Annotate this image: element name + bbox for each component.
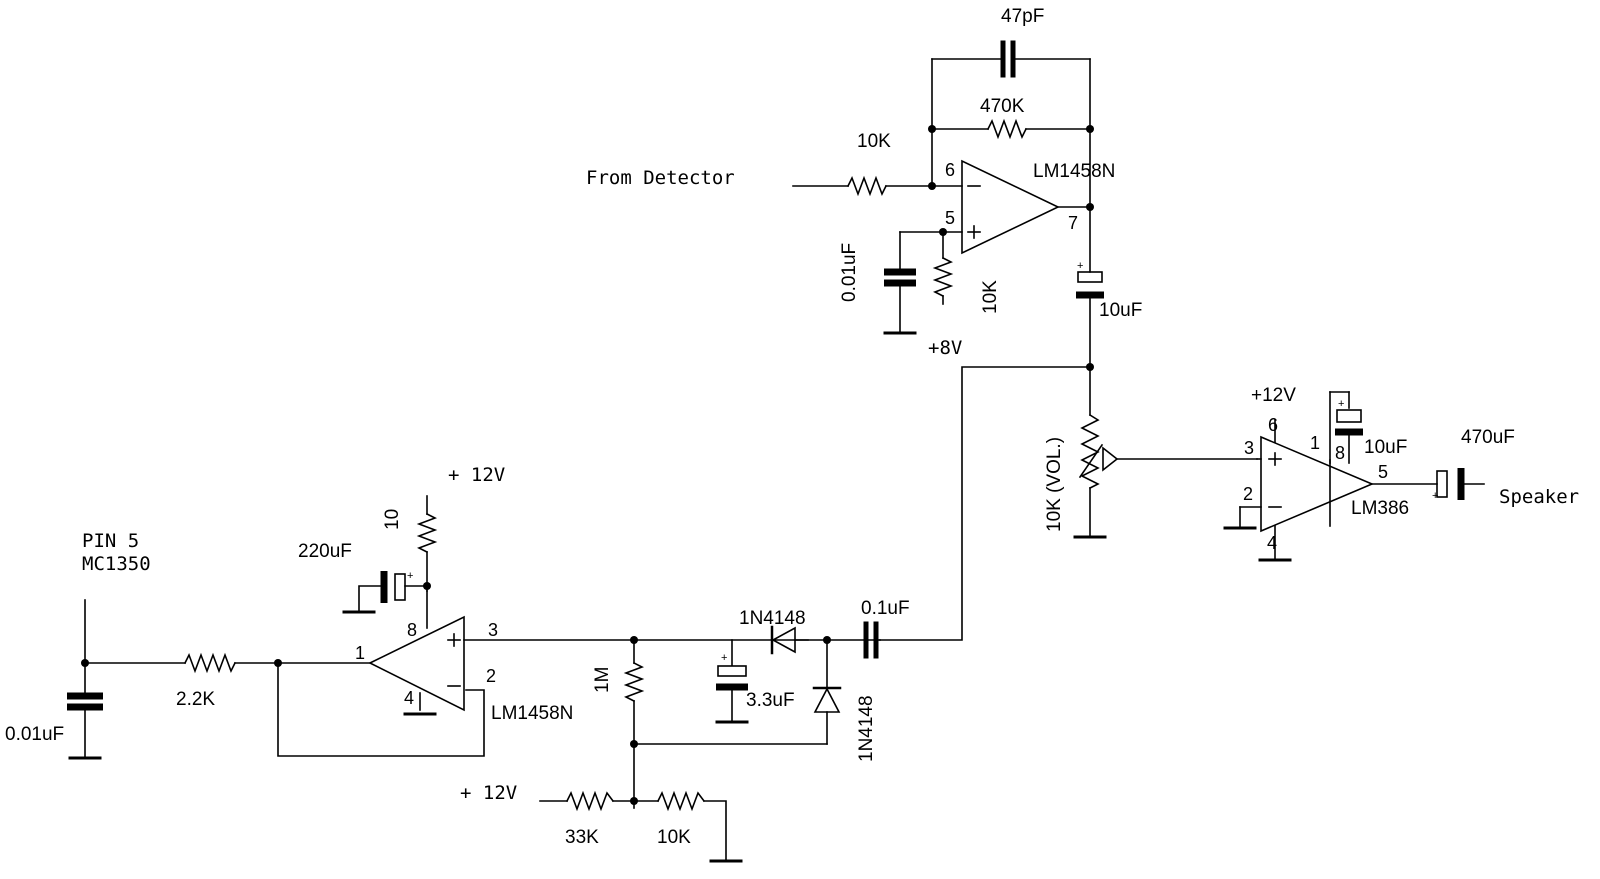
capacitor-470uf-body [1436,470,1448,498]
potentiometer-10k-volume [1080,413,1100,490]
label-lm386: LM386 [1351,498,1409,519]
coupling-wire [879,366,1091,641]
pin-lm386-5: 5 [1378,462,1388,482]
resistor-10k-bias [932,256,954,298]
plus-sign-c470uf: + [1432,490,1438,502]
resistor-10k-input [846,175,888,197]
pin-lm386-3: 3 [1244,438,1254,458]
label-mc1350: MC1350 [82,553,151,575]
pin-lm386-4: 4 [1267,533,1277,553]
pin-lm386-1: 1 [1310,433,1320,453]
label-from-detector: From Detector [586,167,735,189]
label-speaker: Speaker [1499,486,1579,508]
label-10k-input: 10K [857,131,891,152]
volume-pot [1073,366,1258,539]
pin-lm386-6: 6 [1268,415,1278,435]
label-10k-bias: 10K [980,280,1001,314]
diode-1n4148-shunt [813,687,841,713]
bottom-opamp-stage [342,495,809,716]
resistor-33k [565,790,615,812]
pin-bottom-2: 2 [486,666,496,686]
pin-lm386-2: 2 [1243,484,1253,504]
label-1n4148-shunt: 1N4148 [856,695,877,762]
pin-bottom-1: 1 [355,643,365,663]
label-ic-bottom: LM1458N [491,703,573,724]
plus-sign-c3-3uf: + [721,652,727,664]
label-001uf-left: 0.01uF [5,724,64,745]
label-10-ohm: 10 [382,509,403,530]
input-stage [67,599,485,760]
pin-lm386-8: 8 [1335,443,1345,463]
label-1m: 1M [592,667,613,693]
top-opamp-stage [792,40,1104,371]
capacitor-10uf-bypass-body [1336,409,1362,423]
amplifier-lm386 [1260,435,1375,533]
label-pin5: PIN 5 [82,530,139,552]
label-plus8v: +8V [928,337,962,359]
opamp-lm1458n-top [961,159,1060,255]
label-220uf: 220uF [298,541,352,562]
pin-bottom-3: 3 [488,620,498,640]
label-001uf-top: 0.01uF [839,243,860,302]
label-10uf-bypass: 10uF [1364,437,1407,458]
pin-bottom-4: 4 [404,688,414,708]
pin-numbers: 6 5 7 6 1 8 3 2 4 5 1 8 3 2 4 + + + + + [355,160,1438,708]
resistor-2-2k [183,652,237,674]
label-plus12v-top: +12V [1251,385,1296,406]
pin-top-5: 5 [945,208,955,228]
resistor-470k [986,118,1028,140]
pin-top-6: 6 [945,160,955,180]
label-0-1uf: 0.1uF [861,598,910,619]
labels: From Detector 47pF 470K 10K LM1458N 0.01… [5,6,1579,848]
pin-top-7: 7 [1068,213,1078,233]
label-1n4148-series: 1N4148 [739,608,806,629]
plus-sign-c10uf-bypass: + [1338,398,1344,410]
label-plus12v-left: + 12V [448,464,505,486]
resistor-10k-divider [656,790,706,812]
label-47pf: 47pF [1001,6,1044,27]
label-10k-divider: 10K [657,827,691,848]
capacitor-3-3uf-body [717,665,747,677]
label-pot-vol: 10K (VOL.) [1044,437,1065,532]
label-plus12v-bottom: + 12V [460,782,517,804]
label-3-3uf: 3.3uF [746,690,795,711]
label-33k: 33K [565,827,599,848]
label-470uf: 470uF [1461,427,1515,448]
lm386-stage [1223,391,1485,562]
label-470k: 470K [980,96,1025,117]
capacitor-220uf-body [394,573,406,601]
resistor-10-ohm [416,512,438,554]
plus-sign-c220uf: + [407,570,413,582]
capacitor-10uf-output-body [1077,271,1103,283]
resistor-1m [623,661,645,703]
label-2-2k: 2.2K [176,689,215,710]
opamp-lm1458n-bottom [368,615,465,712]
agc-stage [539,621,881,863]
label-ic-top: LM1458N [1033,161,1115,182]
pin-bottom-8: 8 [407,620,417,640]
label-10uf-output: 10uF [1099,300,1142,321]
plus-sign-c10uf-out: + [1077,260,1083,272]
